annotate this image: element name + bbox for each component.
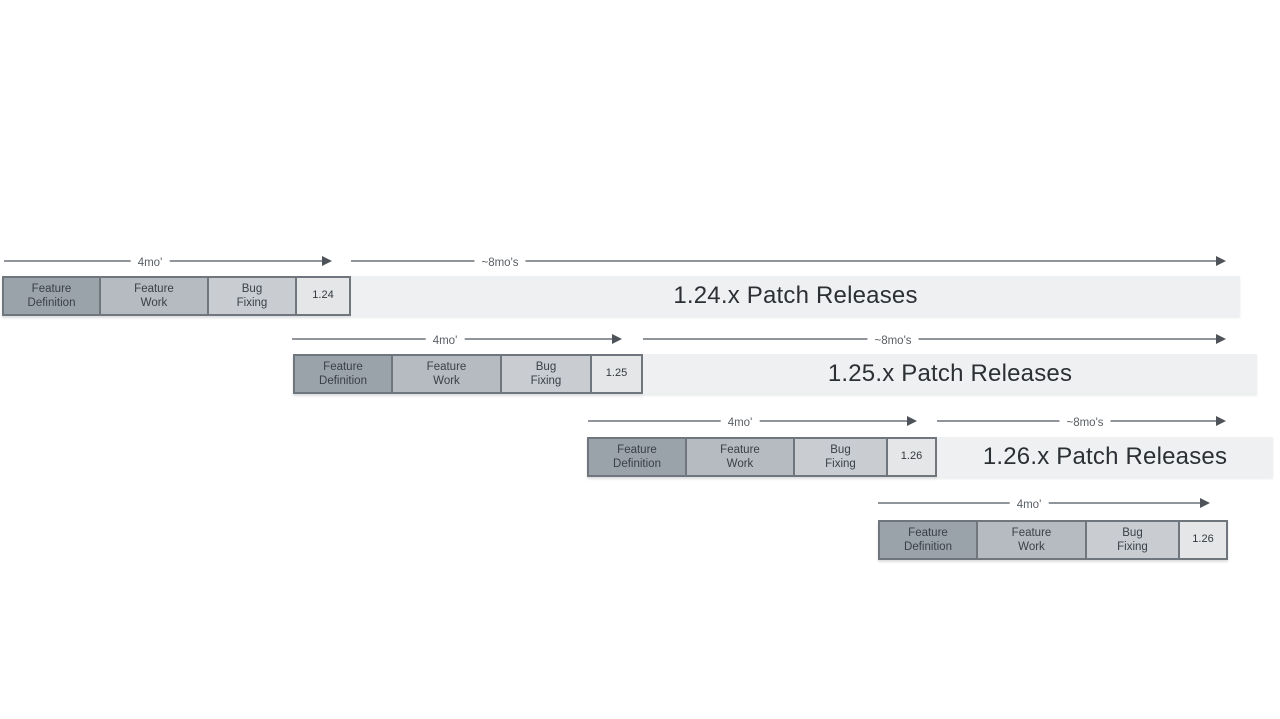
phase-box-bug-fixing: Bug Fixing [795,437,888,477]
phase-box-feature-work: Feature Work [978,520,1087,560]
arrow-right-icon [1200,498,1210,508]
cycle-duration-label: 4mo' [720,415,760,431]
arrow-right-icon [1216,334,1226,344]
arrow-right-icon [322,256,332,266]
patch-releases-bar: 1.26.x Patch Releases [937,437,1273,477]
cycle-duration-label: 4mo' [130,255,170,271]
cycle-duration-label: 4mo' [1009,497,1049,513]
arrow-right-icon [1216,256,1226,266]
phase-box-bug-fixing: Bug Fixing [209,276,297,316]
version-box: 1.26 [888,437,937,477]
release-phase-strip: Feature Definition Feature Work Bug Fixi… [878,520,1228,560]
patch-releases-title: 1.25.x Patch Releases [827,360,1073,387]
arrow-right-icon [1216,416,1226,426]
version-box: 1.26 [1180,520,1228,560]
patch-releases-title: 1.26.x Patch Releases [982,443,1228,470]
version-box: 1.24 [297,276,351,316]
release-phase-strip: Feature Definition Feature Work Bug Fixi… [2,276,351,316]
release-phase-strip: Feature Definition Feature Work Bug Fixi… [293,354,643,394]
patch-releases-bar: 1.24.x Patch Releases [351,276,1240,316]
phase-box-feature-work: Feature Work [393,354,502,394]
phase-box-feature-definition: Feature Definition [293,354,393,394]
cycle-duration-arrow: 4mo' [588,415,917,431]
cycle-duration-arrow: 4mo' [292,333,622,349]
cycle-duration-arrow: 4mo' [4,255,332,271]
phase-box-feature-definition: Feature Definition [587,437,687,477]
phase-box-bug-fixing: Bug Fixing [502,354,592,394]
cycle-duration-label: 4mo' [425,333,465,349]
patch-duration-arrow: ~8mo's [643,333,1226,349]
phase-box-feature-work: Feature Work [101,276,209,316]
patch-duration-arrow: ~8mo's [351,255,1226,271]
patch-duration-label: ~8mo's [474,255,526,271]
cycle-duration-arrow: 4mo' [878,497,1210,513]
patch-duration-label: ~8mo's [867,333,919,349]
release-phase-strip: Feature Definition Feature Work Bug Fixi… [587,437,937,477]
phase-box-bug-fixing: Bug Fixing [1087,520,1180,560]
phase-box-feature-work: Feature Work [687,437,795,477]
patch-releases-bar: 1.25.x Patch Releases [643,354,1257,394]
arrow-right-icon [907,416,917,426]
phase-box-feature-definition: Feature Definition [2,276,101,316]
patch-releases-title: 1.24.x Patch Releases [673,282,918,309]
patch-duration-label: ~8mo's [1059,415,1111,431]
patch-duration-arrow: ~8mo's [937,415,1226,431]
version-box: 1.25 [592,354,643,394]
arrow-right-icon [612,334,622,344]
phase-box-feature-definition: Feature Definition [878,520,978,560]
